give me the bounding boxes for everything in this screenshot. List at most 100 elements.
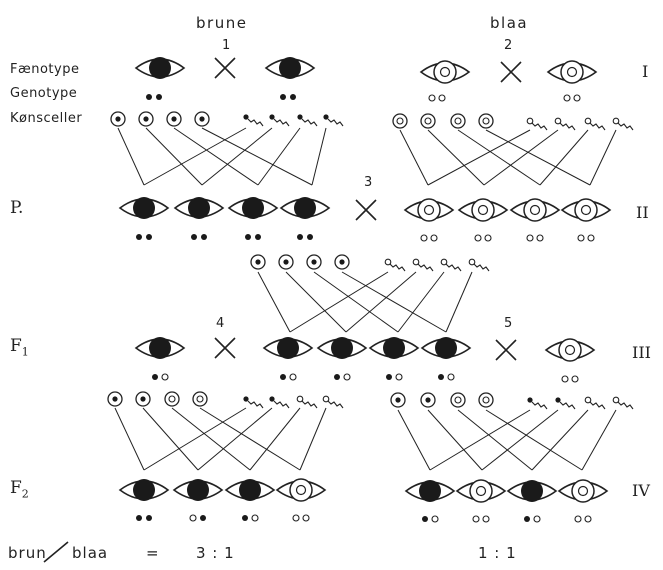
connection-line bbox=[201, 127, 273, 186]
gamete-cell-icon bbox=[450, 113, 466, 129]
gamete-cell-icon bbox=[135, 391, 151, 407]
label-generation-p: P. bbox=[10, 198, 24, 218]
gamete-cell-icon bbox=[334, 254, 350, 270]
cross-symbol bbox=[214, 57, 236, 79]
recessive-allele-dot bbox=[573, 94, 581, 102]
connection-line bbox=[531, 409, 589, 471]
sperm-icon bbox=[243, 396, 264, 409]
sperm-icon bbox=[440, 258, 462, 272]
dominant-allele-dot bbox=[136, 234, 142, 240]
ratio-equals: = bbox=[146, 544, 160, 562]
connection-line bbox=[114, 407, 145, 471]
connection-line bbox=[427, 409, 483, 471]
connection-line bbox=[485, 129, 591, 186]
dominant-allele-dot bbox=[242, 515, 248, 521]
connection-line bbox=[117, 127, 145, 186]
blue-eye-icon bbox=[560, 198, 612, 222]
dominant-allele-dot bbox=[200, 515, 206, 521]
recessive-allele-dot bbox=[292, 514, 300, 522]
sperm-icon bbox=[322, 395, 344, 409]
recessive-allele-dot bbox=[536, 234, 544, 242]
cross-number-4: 4 bbox=[216, 316, 225, 331]
sperm-icon bbox=[243, 114, 264, 127]
recessive-allele-dot bbox=[343, 373, 351, 381]
recessive-allele-dot bbox=[428, 94, 436, 102]
connection-line bbox=[171, 407, 251, 471]
dominant-allele-dot bbox=[422, 516, 428, 522]
connection-line bbox=[427, 129, 531, 186]
recessive-allele-dot bbox=[577, 234, 585, 242]
roman-numeral-4: IV bbox=[632, 481, 650, 500]
ratio-f2-left: 3 : 1 bbox=[196, 544, 235, 562]
sperm-icon bbox=[612, 396, 634, 410]
ratio-label-brown: brun bbox=[8, 544, 47, 562]
connection-line bbox=[457, 129, 541, 186]
cross-number-3: 3 bbox=[364, 175, 373, 190]
dominant-allele-dot bbox=[280, 94, 286, 100]
brown-eye-icon bbox=[134, 57, 186, 79]
recessive-allele-dot bbox=[395, 373, 403, 381]
dominant-allele-dot bbox=[156, 94, 162, 100]
recessive-allele-dot bbox=[474, 234, 482, 242]
connection-line bbox=[483, 129, 559, 186]
sperm-icon bbox=[296, 395, 318, 409]
connection-line bbox=[249, 407, 301, 471]
recessive-allele-dot bbox=[563, 94, 571, 102]
sperm-icon bbox=[384, 258, 406, 272]
brown-eye-icon bbox=[173, 197, 225, 219]
recessive-allele-dot bbox=[438, 94, 446, 102]
ratio-slash bbox=[43, 541, 69, 563]
connection-line bbox=[397, 409, 431, 471]
ratio-label-blue: blaa bbox=[72, 544, 109, 562]
label-genotype: Genotype bbox=[10, 86, 78, 101]
connection-line bbox=[345, 271, 417, 333]
connection-line bbox=[397, 271, 445, 333]
recessive-allele-dot bbox=[574, 515, 582, 523]
connection-line bbox=[311, 127, 327, 186]
recessive-allele-dot bbox=[472, 515, 480, 523]
recessive-allele-dot bbox=[526, 234, 534, 242]
blue-eye-icon bbox=[544, 338, 596, 362]
gamete-cell-icon bbox=[478, 113, 494, 129]
sperm-icon bbox=[323, 114, 344, 127]
brown-eye-icon bbox=[264, 57, 316, 79]
recessive-allele-dot bbox=[587, 234, 595, 242]
connection-line bbox=[201, 127, 313, 186]
recessive-allele-dot bbox=[447, 373, 455, 381]
sperm-icon bbox=[584, 117, 606, 131]
blue-eye-icon bbox=[455, 479, 507, 503]
cross-number-2: 2 bbox=[504, 38, 513, 53]
brown-eye-icon bbox=[227, 197, 279, 219]
recessive-allele-dot bbox=[584, 515, 592, 523]
blue-eye-icon bbox=[457, 198, 509, 222]
blue-eye-icon bbox=[509, 198, 561, 222]
dominant-allele-dot bbox=[386, 374, 392, 380]
connection-line bbox=[289, 271, 389, 333]
dominant-allele-dot bbox=[201, 234, 207, 240]
sperm-icon bbox=[612, 117, 634, 131]
connection-line bbox=[429, 409, 531, 471]
brown-eye-icon bbox=[134, 337, 186, 359]
recessive-allele-dot bbox=[302, 514, 310, 522]
connection-line bbox=[285, 271, 347, 333]
recessive-allele-dot bbox=[289, 373, 297, 381]
cross-number-1: 1 bbox=[222, 38, 231, 53]
recessive-allele-dot bbox=[430, 234, 438, 242]
recessive-allele-dot bbox=[431, 515, 439, 523]
gamete-cell-icon bbox=[450, 392, 466, 408]
brown-eye-icon bbox=[172, 479, 224, 501]
gamete-cell-icon bbox=[107, 391, 123, 407]
dominant-allele-dot bbox=[245, 234, 251, 240]
dominant-allele-dot bbox=[136, 515, 142, 521]
dominant-allele-dot bbox=[146, 234, 152, 240]
cross-symbol bbox=[355, 199, 377, 221]
connection-line bbox=[539, 129, 589, 186]
connection-line bbox=[399, 129, 429, 186]
connection-line bbox=[199, 407, 301, 471]
roman-numeral-3: III bbox=[632, 343, 651, 362]
recessive-allele-dot bbox=[484, 234, 492, 242]
brown-eye-icon bbox=[118, 479, 170, 501]
header-blue: blaa bbox=[490, 14, 529, 32]
connection-line bbox=[589, 129, 617, 186]
